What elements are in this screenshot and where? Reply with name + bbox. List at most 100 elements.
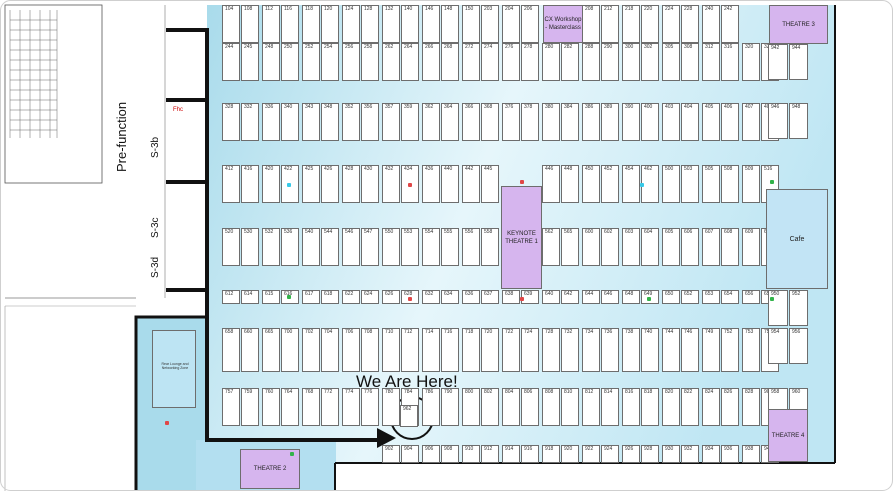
cx-workshop-theatre[interactable]: CX Workshop - Masterclass	[543, 5, 583, 43]
booth[interactable]: 653	[702, 290, 720, 304]
booth[interactable]: 902	[382, 445, 400, 463]
booth[interactable]: 634	[441, 290, 459, 304]
booth[interactable]: 732	[561, 328, 579, 372]
booth[interactable]: 607	[702, 228, 720, 266]
booth[interactable]: 728	[542, 328, 560, 372]
booth[interactable]: 390	[622, 103, 640, 141]
booth[interactable]: 944	[789, 44, 808, 80]
booth[interactable]: 240	[702, 5, 720, 43]
booth[interactable]: 822	[681, 388, 699, 426]
booth[interactable]: 665	[262, 328, 280, 372]
booth[interactable]: 654	[721, 290, 739, 304]
booth[interactable]: 800	[462, 388, 480, 426]
booth[interactable]: 262	[382, 43, 400, 81]
booth[interactable]: 376	[502, 103, 520, 141]
booth[interactable]: 954	[768, 328, 788, 364]
booth[interactable]: 274	[481, 43, 499, 81]
booth[interactable]: 626	[382, 290, 400, 304]
booth[interactable]: 254	[321, 43, 339, 81]
booth[interactable]: 720	[481, 328, 499, 372]
booth[interactable]: 416	[241, 165, 259, 203]
booth[interactable]: 547	[361, 228, 379, 266]
booth[interactable]: 404	[681, 103, 699, 141]
booth[interactable]: 786	[422, 388, 440, 426]
booth[interactable]: 448	[561, 165, 579, 203]
booth[interactable]: 772	[321, 388, 339, 426]
booth[interactable]: 112	[262, 5, 280, 43]
booth[interactable]: 752	[721, 328, 739, 372]
booth[interactable]: 555	[441, 228, 459, 266]
booth[interactable]: 536	[281, 228, 299, 266]
booth[interactable]: 268	[441, 43, 459, 81]
booth[interactable]: 622	[342, 290, 360, 304]
booth[interactable]: 357	[382, 103, 400, 141]
booth[interactable]: 430	[361, 165, 379, 203]
booth[interactable]: 558	[481, 228, 499, 266]
booth[interactable]: 428	[342, 165, 360, 203]
booth[interactable]: 934	[702, 445, 720, 463]
booth[interactable]: 714	[422, 328, 440, 372]
booth[interactable]: 256	[342, 43, 360, 81]
booth[interactable]: 540	[302, 228, 320, 266]
booth[interactable]: 128	[361, 5, 379, 43]
booth[interactable]: 606	[681, 228, 699, 266]
booth[interactable]: 206	[521, 5, 539, 43]
booth[interactable]: 120	[321, 5, 339, 43]
booth[interactable]: 618	[321, 290, 339, 304]
booth[interactable]: 914	[502, 445, 520, 463]
booth[interactable]: 636	[462, 290, 480, 304]
booth[interactable]: 356	[361, 103, 379, 141]
booth[interactable]: 378	[521, 103, 539, 141]
booth[interactable]: 820	[662, 388, 680, 426]
booth[interactable]: 922	[582, 445, 600, 463]
booth[interactable]: 608	[721, 228, 739, 266]
booth[interactable]: 362	[422, 103, 440, 141]
booth[interactable]: 442	[462, 165, 480, 203]
booth[interactable]: 818	[641, 388, 659, 426]
booth[interactable]: 445	[481, 165, 499, 203]
booth[interactable]: 642	[561, 290, 579, 304]
booth[interactable]: 956	[789, 328, 808, 364]
booth[interactable]: 132	[382, 5, 400, 43]
booth[interactable]: 780	[382, 388, 400, 426]
booth[interactable]: 366	[462, 103, 480, 141]
booth[interactable]: 380	[542, 103, 560, 141]
booth[interactable]: 244	[222, 43, 240, 81]
booth[interactable]: 760	[262, 388, 280, 426]
booth[interactable]: 500	[662, 165, 680, 203]
booth[interactable]: 604	[641, 228, 659, 266]
booth[interactable]: 148	[441, 5, 459, 43]
booth[interactable]: 712	[401, 328, 419, 372]
booth[interactable]: 812	[582, 388, 600, 426]
booth[interactable]: 332	[241, 103, 259, 141]
booth[interactable]: 280	[542, 43, 560, 81]
booth[interactable]: 744	[662, 328, 680, 372]
booth[interactable]: 948	[789, 103, 808, 139]
booth[interactable]: 759	[241, 388, 259, 426]
booth[interactable]: 550	[382, 228, 400, 266]
booth[interactable]: 228	[681, 5, 699, 43]
booth[interactable]: 258	[361, 43, 379, 81]
theatre-4[interactable]: THEATRE 4	[768, 409, 808, 462]
cafe-area[interactable]: Cafe	[766, 189, 828, 289]
booth[interactable]: 562	[542, 228, 560, 266]
booth[interactable]: 245	[241, 43, 259, 81]
booth[interactable]: 828	[742, 388, 760, 426]
booth[interactable]: 768	[302, 388, 320, 426]
booth[interactable]: 420	[262, 165, 280, 203]
booth[interactable]: 938	[742, 445, 760, 463]
booth[interactable]: 656	[742, 290, 760, 304]
booth[interactable]: 278	[521, 43, 539, 81]
booth[interactable]: 403	[662, 103, 680, 141]
booth[interactable]: 436	[422, 165, 440, 203]
booth[interactable]: 600	[582, 228, 600, 266]
booth[interactable]: 124	[342, 5, 360, 43]
booth[interactable]: 808	[542, 388, 560, 426]
booth[interactable]: 432	[382, 165, 400, 203]
booth[interactable]: 450	[582, 165, 600, 203]
booth[interactable]: 652	[681, 290, 699, 304]
booth[interactable]: 646	[601, 290, 619, 304]
booth[interactable]: 508	[721, 165, 739, 203]
booth[interactable]: 250	[281, 43, 299, 81]
booth[interactable]: 624	[361, 290, 379, 304]
